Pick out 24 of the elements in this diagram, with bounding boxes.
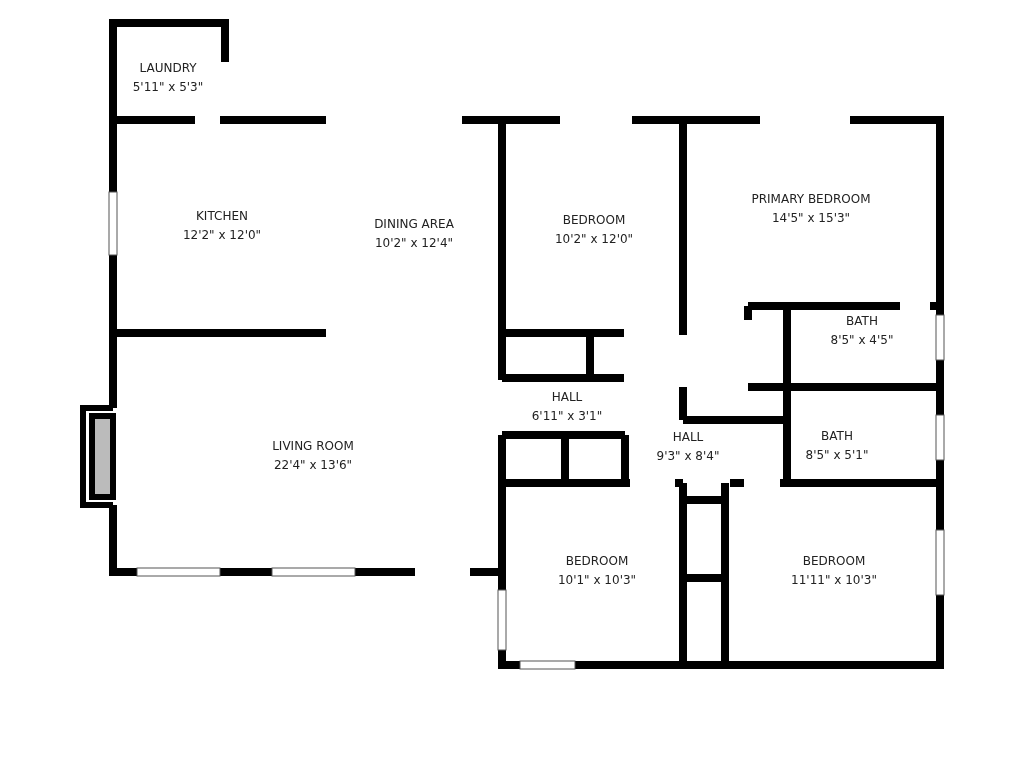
- room-name: HALL: [550, 389, 584, 406]
- room-name: BEDROOM: [801, 553, 867, 570]
- room-dimensions: 12'2" x 12'0": [182, 227, 262, 244]
- room-name: LIVING ROOM: [272, 438, 354, 455]
- room-dimensions: 14'5" x 15'3": [770, 210, 852, 227]
- room-name: DINING AREA: [374, 216, 454, 233]
- room-name: BEDROOM: [561, 212, 627, 229]
- room-name: BEDROOM: [564, 553, 630, 570]
- room-dimensions: 9'3" x 8'4": [656, 448, 720, 465]
- room-name: PRIMARY BEDROOM: [751, 191, 871, 208]
- room-name: KITCHEN: [195, 208, 249, 225]
- room-dimensions: 10'2" x 12'0": [554, 231, 634, 248]
- room-dimensions: 8'5" x 4'5": [830, 332, 894, 349]
- room-dimensions: 10'2" x 12'4": [374, 235, 454, 252]
- room-dimensions: 6'11" x 3'1": [531, 408, 603, 425]
- room-dimensions: 8'5" x 5'1": [805, 447, 869, 464]
- room-dimensions: 22'4" x 13'6": [272, 457, 354, 474]
- room-name: LAUNDRY: [138, 60, 198, 77]
- room-dimensions: 10'1" x 10'3": [557, 572, 637, 589]
- room-name: BATH: [820, 428, 854, 445]
- room-name: BATH: [845, 313, 879, 330]
- room-dimensions: 5'11" x 5'3": [132, 79, 204, 96]
- room-dimensions: 11'11" x 10'3": [791, 572, 877, 589]
- room-name: HALL: [671, 429, 705, 446]
